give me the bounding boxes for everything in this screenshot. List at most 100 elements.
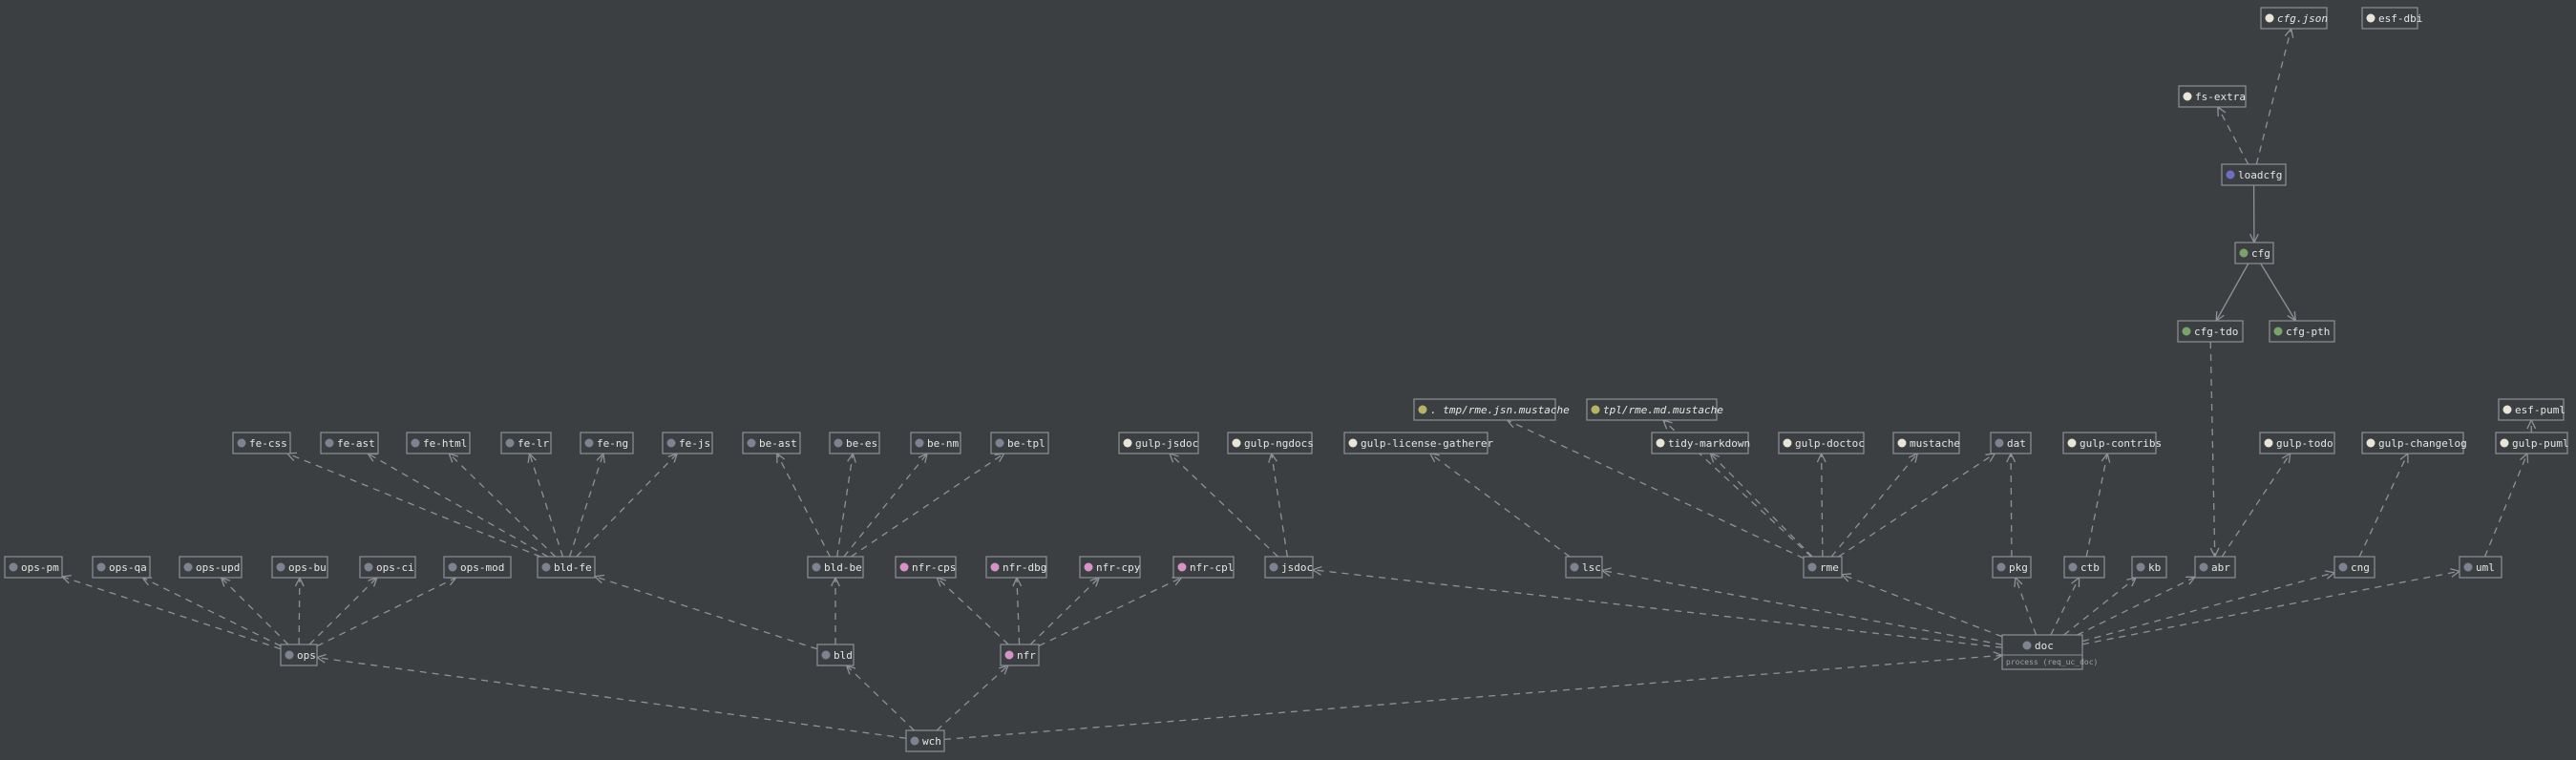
node-bld-fe[interactable]: bld-fe [537, 556, 596, 579]
node-tpl-rme[interactable]: tpl/rme.md.mustache [1586, 398, 1723, 421]
node-uml[interactable]: uml [2459, 556, 2502, 579]
edge-line [2255, 28, 2292, 165]
node-wch[interactable]: wch [905, 729, 945, 752]
node-box [1000, 644, 1040, 666]
node-cfg-pth[interactable]: cfg-pth [2269, 320, 2335, 343]
node-box [2131, 556, 2167, 579]
node-fe-html[interactable]: fe-html [406, 432, 471, 454]
edge-rme-to-dat [1838, 453, 1996, 558]
node-abr[interactable]: abr [2194, 556, 2236, 579]
node-tmp-rme[interactable]: . tmp/rme.jsn.mustache [1413, 398, 1570, 421]
edge-loadcfg-to-cfg [2249, 184, 2259, 244]
edge-loadcfg-to-cfg-json [2255, 27, 2294, 165]
node-esf-dbi[interactable]: esf-dbi [2361, 7, 2422, 30]
node-be-ast[interactable]: be-ast [742, 432, 801, 454]
node-label: fe-ng [597, 437, 628, 450]
node-fe-js[interactable]: fe-js [662, 432, 713, 454]
node-cng[interactable]: cng [2333, 556, 2375, 579]
node-box [280, 644, 318, 666]
node-gulp-changelog[interactable]: gulp-changelog [2361, 432, 2467, 454]
edge-nfr-to-nfr-cpy [1029, 576, 1101, 645]
node-box [910, 432, 961, 454]
task-icon [2136, 562, 2145, 572]
node-nfr-dbg[interactable]: nfr-dbg [985, 556, 1047, 579]
edge-line [308, 577, 378, 645]
node-nfr[interactable]: nfr [1000, 644, 1040, 666]
node-cfg[interactable]: cfg [2234, 242, 2274, 264]
edge-line [1169, 453, 1278, 558]
node-bld-be[interactable]: bld-be [807, 556, 864, 579]
node-gulp-jsdoc[interactable]: gulp-jsdoc [1118, 432, 1199, 454]
arrowhead-icon [2281, 452, 2291, 463]
node-label: be-es [846, 437, 877, 450]
edge-ops-to-ops-pm [60, 574, 282, 650]
node-gulp-doctoc[interactable]: gulp-doctoc [1778, 432, 1865, 454]
node-esf-puml[interactable]: esf-puml [2498, 398, 2565, 421]
node-label: gulp-jsdoc [1135, 437, 1198, 450]
node-bld[interactable]: bld [816, 644, 855, 666]
node-pkg[interactable]: pkg [1992, 556, 2032, 579]
node-label: fe-html [423, 437, 467, 450]
node-nfr-cps[interactable]: nfr-cps [895, 556, 957, 579]
node-nfr-cpy[interactable]: nfr-cpy [1079, 556, 1141, 579]
node-jsdoc[interactable]: jsdoc [1264, 556, 1314, 579]
node-label: ops-ci [376, 561, 414, 574]
node-ops-upd[interactable]: ops-upd [179, 556, 243, 579]
node-fs-extra[interactable]: fs-extra [2178, 85, 2247, 108]
node-label: gulp-puml [2512, 437, 2569, 450]
node-box [2194, 556, 2236, 579]
node-nfr-cpl[interactable]: nfr-cpl [1172, 556, 1235, 579]
node-box [1079, 556, 1141, 579]
task-icon [812, 562, 821, 572]
node-kb[interactable]: kb [2131, 556, 2167, 579]
edge-line [2358, 453, 2409, 558]
node-loadcfg[interactable]: loadcfg [2221, 163, 2287, 186]
edge-doc-to-rme [1840, 573, 2003, 638]
node-box [2269, 320, 2335, 343]
node-dat[interactable]: dat [1990, 432, 2032, 454]
node-ops-ci[interactable]: ops-ci [359, 556, 416, 579]
node-gulp-contribs[interactable]: gulp-contribs [2062, 432, 2162, 454]
node-cfg-json[interactable]: cfg.json [2260, 7, 2328, 30]
node-ctb[interactable]: ctb [2063, 556, 2105, 579]
node-box [1990, 432, 2032, 454]
node-box [1172, 556, 1235, 579]
node-tidy-markdown[interactable]: tidy-markdown [1651, 432, 1750, 454]
node-fe-css[interactable]: fe-css [232, 432, 291, 454]
node-gulp-todo[interactable]: gulp-todo [2259, 432, 2335, 454]
node-rme[interactable]: rme [1803, 556, 1843, 579]
node-fe-ast[interactable]: fe-ast [320, 432, 379, 454]
node-ops-mod[interactable]: ops-mod [443, 556, 512, 579]
arrowhead-icon [2185, 576, 2197, 585]
arrowhead-icon [775, 452, 786, 464]
edge-rme-to-gulp-doctoc [1816, 452, 1826, 558]
node-box [1803, 556, 1843, 579]
template-icon [1591, 405, 1600, 414]
node-ops-bu[interactable]: ops-bu [271, 556, 328, 579]
node-fe-ng[interactable]: fe-ng [580, 432, 634, 454]
node-ops-qa[interactable]: ops-qa [92, 556, 151, 579]
node-box [2459, 556, 2502, 579]
gulp-icon [1232, 438, 1241, 448]
node-mustache[interactable]: mustache [1892, 432, 1960, 454]
node-label: doc [2035, 640, 2054, 652]
edge-gulp-puml-to-esf-puml [2526, 418, 2537, 433]
node-gulp-puml[interactable]: gulp-puml [2495, 432, 2569, 454]
node-be-es[interactable]: be-es [829, 432, 880, 454]
node-cfg-tdo[interactable]: cfg-tdo [2177, 320, 2244, 343]
node-fe-lr[interactable]: fe-lr [500, 432, 552, 454]
node-box [807, 556, 864, 579]
task-icon [183, 562, 193, 572]
node-gulp-ngdocs[interactable]: gulp-ngdocs [1227, 432, 1314, 454]
node-label: nfr-dbg [1003, 561, 1046, 574]
node-lsc[interactable]: lsc [1565, 556, 1603, 579]
node-gulp-license-gatherer[interactable]: gulp-license-gatherer [1343, 432, 1493, 454]
node-box [1413, 398, 1556, 421]
node-be-nm[interactable]: be-nm [910, 432, 961, 454]
node-ops[interactable]: ops [280, 644, 318, 666]
task-icon [1570, 562, 1579, 572]
node-be-tpl[interactable]: be-tpl [990, 432, 1049, 454]
edge-line [2085, 453, 2108, 558]
node-ops-pm[interactable]: ops-pm [4, 556, 63, 579]
